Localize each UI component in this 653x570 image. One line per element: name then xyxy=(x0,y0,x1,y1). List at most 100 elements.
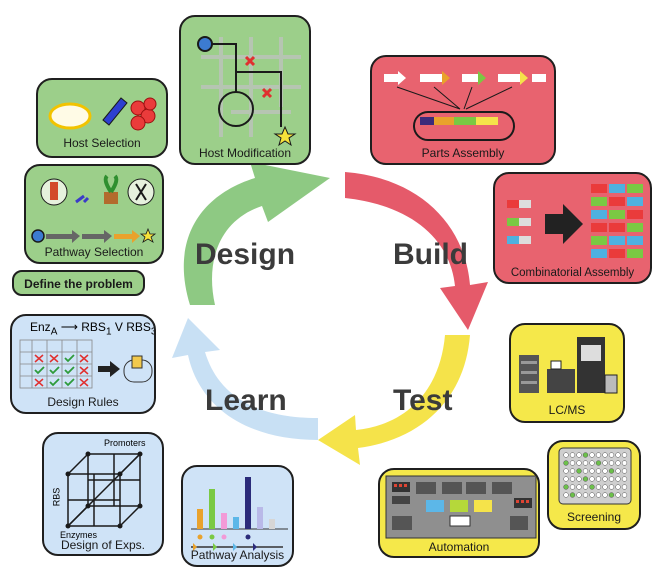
doe-promoters-label: Promoters xyxy=(104,438,146,448)
rule-enz: Enz xyxy=(30,320,51,334)
build-arrow xyxy=(345,172,488,330)
plate-well xyxy=(563,460,569,466)
plate-well xyxy=(621,476,628,482)
plate-well xyxy=(582,452,589,458)
plate-well xyxy=(563,452,569,458)
host-selection-caption: Host Selection xyxy=(63,136,141,150)
plate-well xyxy=(589,484,595,490)
design-arrow xyxy=(183,162,330,305)
plate-well xyxy=(621,484,628,490)
rule-enz-sub: A xyxy=(50,326,58,338)
plate-well xyxy=(569,468,576,474)
pathway-selection-graphic xyxy=(31,174,157,243)
plate-well xyxy=(615,492,621,498)
plate-well xyxy=(602,460,608,466)
design-rules-caption: Design Rules xyxy=(47,395,119,409)
plate-well xyxy=(602,476,608,482)
plate-well xyxy=(608,484,615,490)
plate-well xyxy=(576,476,582,482)
plate-well xyxy=(576,492,582,498)
plate-well xyxy=(608,468,615,474)
rule-rbs3: RBS xyxy=(126,320,151,334)
plate-well xyxy=(615,460,621,466)
pathway-selection-panel: Pathway Selection xyxy=(24,164,164,264)
plate-well xyxy=(621,468,628,474)
plate-well xyxy=(582,476,589,482)
plate-well xyxy=(563,492,569,498)
rule-rbs1: RBS xyxy=(81,320,106,334)
plate-well xyxy=(595,452,602,458)
design-rules-table-graphic xyxy=(19,339,153,389)
plate-well xyxy=(569,492,576,498)
automation-graphic xyxy=(385,475,537,539)
parts-assembly-caption: Parts Assembly xyxy=(421,146,505,160)
plate-well xyxy=(582,460,589,466)
plate-well xyxy=(608,452,615,458)
learn-arrow xyxy=(172,318,318,440)
screening-caption: Screening xyxy=(566,510,622,524)
plate-well xyxy=(576,460,582,466)
plate-well xyxy=(621,492,628,498)
combinatorial-assembly-caption: Combinatorial Assembly xyxy=(510,267,635,279)
plate-well xyxy=(621,452,628,458)
plate-well xyxy=(589,492,595,498)
plate-well xyxy=(576,484,582,490)
plate-well xyxy=(602,468,608,474)
plate-well xyxy=(589,468,595,474)
rule-rbs1-sub: 1 xyxy=(105,326,112,338)
lcms-panel: LC/MS xyxy=(509,323,625,423)
plate-well xyxy=(608,476,615,482)
plate-well xyxy=(582,484,589,490)
plate-well xyxy=(563,484,569,490)
plate-well xyxy=(602,452,608,458)
plate-well xyxy=(595,484,602,490)
define-problem-caption: Define the problem xyxy=(24,277,133,291)
plate-well xyxy=(615,452,621,458)
host-selection-panel: Host Selection xyxy=(36,78,168,158)
host-selection-graphic xyxy=(48,97,157,131)
define-problem-panel: Define the problem xyxy=(12,270,145,296)
screening-panel: Screening xyxy=(547,440,641,530)
design-of-exps-caption: Design of Exps. xyxy=(60,538,146,552)
plate-well xyxy=(595,468,602,474)
rule-rbs3-sub: 3 xyxy=(150,326,156,338)
automation-panel: Automation xyxy=(378,468,540,558)
pathway-analysis-caption: Pathway Analysis xyxy=(190,548,285,562)
plate-well xyxy=(615,476,621,482)
design-label: Design xyxy=(195,238,296,271)
plate-well xyxy=(615,484,621,490)
plate-well xyxy=(563,476,569,482)
plate-well xyxy=(595,460,602,466)
doe-cube-graphic xyxy=(65,451,143,529)
plate-well xyxy=(589,476,595,482)
plate-well xyxy=(608,460,615,466)
pathway-selection-caption: Pathway Selection xyxy=(44,245,144,259)
plate-well xyxy=(576,452,582,458)
plate-well xyxy=(595,476,602,482)
plate-well xyxy=(582,468,589,474)
plate-well xyxy=(608,492,615,498)
lcms-graphic xyxy=(519,337,618,394)
learn-label: Learn xyxy=(205,384,287,417)
combinatorial-assembly-panel: Combinatorial Assembly xyxy=(493,172,652,284)
plate-well xyxy=(569,476,576,482)
lcms-caption: LC/MS xyxy=(548,403,586,417)
plate-well xyxy=(615,468,621,474)
plate-well xyxy=(569,452,576,458)
plate-well xyxy=(569,460,576,466)
rule-or: V xyxy=(114,320,123,334)
plate-well xyxy=(589,460,595,466)
design-of-exps-panel: Promoters RBS Enzymes Design of Exps. xyxy=(42,432,164,556)
pathway-analysis-graphic xyxy=(191,477,288,551)
test-arrow xyxy=(318,335,470,465)
host-modification-graphic xyxy=(197,36,301,147)
doe-rbs-label: RBS xyxy=(51,487,62,507)
screening-plate-graphic xyxy=(558,447,632,505)
automation-caption: Automation xyxy=(428,540,490,554)
test-label: Test xyxy=(393,384,453,417)
parts-assembly-graphic xyxy=(384,71,546,141)
plate-well xyxy=(595,492,602,498)
design-rule-expression: EnzA ⟶ RBS1 V RBS3 xyxy=(30,320,156,338)
build-label: Build xyxy=(393,238,468,271)
